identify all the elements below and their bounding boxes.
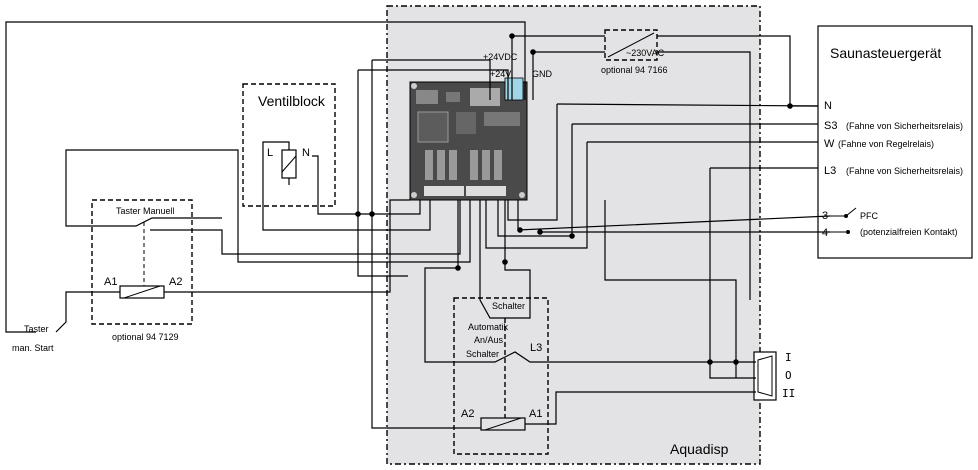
schalter-a2-label: A2 <box>461 408 474 420</box>
pcb-24v-label: +24V <box>490 69 511 79</box>
sauna-title: Saunasteuergerät <box>830 45 941 61</box>
switch-II: II <box>782 387 795 400</box>
schalter-box: Schalter Automatik An/Aus Schalter L3 A2… <box>453 297 549 455</box>
switch-O: O <box>785 369 792 382</box>
pcb-gnd-label: GND <box>532 69 553 79</box>
taster-manuell-box: Taster Manuell A1 A2 optional 94 7129 <box>91 199 193 342</box>
schalter-l3-label: L3 <box>530 342 542 354</box>
ventil-N: N <box>302 147 310 159</box>
psu-voltage: ~230VAC <box>626 48 665 58</box>
taster-manuell-a2: A2 <box>169 276 182 288</box>
sauna-terminal-L3-desc: (Fahne von Sicherheitsrelais) <box>846 166 963 176</box>
junction-dots <box>355 33 793 365</box>
pfc-label: PFC <box>860 211 879 221</box>
taster-start-line2: man. Start <box>12 343 54 353</box>
sauna-terminal-S3-desc: (Fahne von Sicherheitsrelais) <box>846 121 963 131</box>
schalter-a1-label: A1 <box>529 408 542 420</box>
an-aus-label: An/Aus <box>474 335 504 345</box>
psu-label: optional 94 7166 <box>601 65 668 75</box>
sauna-terminal-N: N <box>824 100 832 112</box>
pcb-24vdc-label: +24VDC <box>483 52 518 62</box>
aquadisp-title: Aquadisp <box>670 441 729 457</box>
optional-psu: ~230VAC optional 94 7166 <box>601 29 668 75</box>
ventilblock-title: Ventilblock <box>258 93 326 109</box>
sauna-terminal-W: W <box>824 138 835 150</box>
schalter-top-label: Schalter <box>492 301 525 311</box>
taster-manuell-title: Taster Manuell <box>116 206 175 216</box>
schalter-mid-label: Schalter <box>466 349 499 359</box>
sauna-terminal-L3: L3 <box>824 165 836 177</box>
wiring <box>5 21 831 429</box>
ventil-L: L <box>267 147 273 159</box>
sauna-terminal-S3: S3 <box>824 120 837 132</box>
switch-I: I <box>785 351 792 364</box>
pfc-terminal-4: 4 <box>822 227 828 239</box>
rocker-switch: I O II <box>753 351 795 401</box>
taster-manuell-a1: A1 <box>104 276 117 288</box>
sauna-terminal-W-desc: (Fahne von Regelrelais) <box>838 139 934 149</box>
automatik-label: Automatik <box>468 322 509 332</box>
taster-start-line1: Taster <box>24 324 49 334</box>
pfc-desc: (potenzialfreien Kontakt) <box>860 227 958 237</box>
aquadisp-pcb <box>409 77 528 201</box>
taster-manuell-label: optional 94 7129 <box>112 332 179 342</box>
saunasteuergeraet: Saunasteuergerät N S3 (Fahne von Sicherh… <box>817 25 973 259</box>
